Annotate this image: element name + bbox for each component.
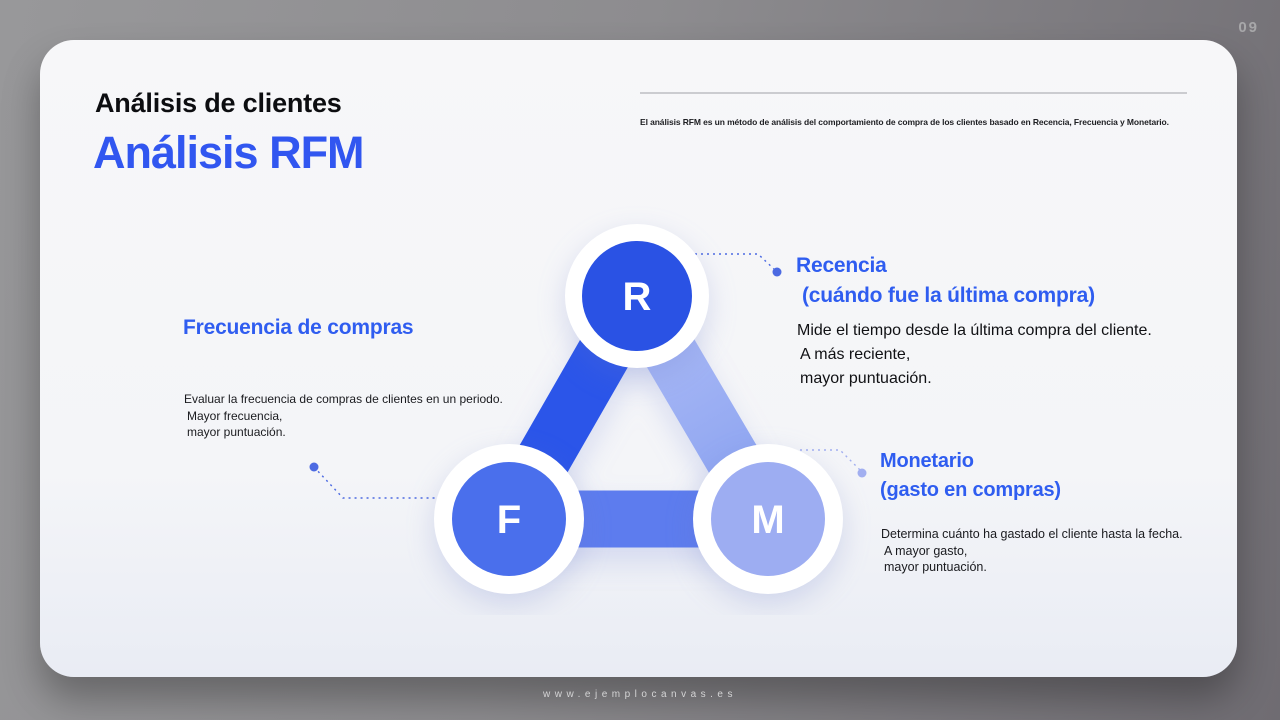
- page-number: 09: [1238, 19, 1259, 36]
- header-divider: [640, 92, 1187, 94]
- rfm-triangle-diagram: R F M: [309, 224, 867, 594]
- intro-text: El análisis RFM es un método de análisis…: [640, 117, 1169, 127]
- recencia-title-main: Recencia: [796, 254, 887, 277]
- monetario-title: Monetario (gasto en compras): [880, 447, 1061, 505]
- connector-recencia-line: [695, 253, 777, 272]
- recencia-title: Recencia (cuándo fue la última compra): [796, 251, 1095, 310]
- frecuencia-line: Mayor frecuencia,: [187, 408, 283, 423]
- connector-frecuencia-dot: [309, 462, 319, 472]
- recencia-line: Mide el tiempo desde la última compra de…: [797, 322, 1152, 339]
- callout-connectors: [313, 253, 863, 499]
- recencia-title-sub: (cuándo fue la última compra): [802, 283, 1095, 307]
- recencia-line: mayor puntuación.: [800, 370, 932, 387]
- connector-monetario-line: [800, 449, 863, 473]
- frecuencia-title: Frecuencia de compras: [183, 316, 414, 339]
- node-monetario-letter: M: [751, 498, 784, 542]
- monetario-line: A mayor gasto,: [884, 543, 968, 558]
- monetario-title-sub: (gasto en compras): [880, 479, 1061, 501]
- eyebrow-title: Análisis de clientes: [95, 88, 342, 118]
- node-frecuencia-letter: F: [497, 498, 521, 542]
- node-monetario-circle: [711, 462, 825, 576]
- connector-monetario-dot: [857, 468, 867, 478]
- node-recencia-circle: [582, 241, 692, 351]
- page-title: Análisis RFM: [93, 127, 365, 178]
- monetario-line: mayor puntuación.: [884, 560, 987, 574]
- monetario-description: Determina cuánto ha gastado el cliente h…: [881, 526, 1183, 576]
- connector-recencia-dot: [772, 267, 782, 277]
- recencia-line: A más reciente,: [800, 346, 911, 363]
- frecuencia-line: mayor puntuación.: [187, 425, 286, 439]
- recencia-description: Mide el tiempo desde la última compra de…: [797, 319, 1152, 391]
- footer-url: www.ejemplocanvas.es: [543, 689, 737, 700]
- node-frecuencia-circle: [452, 462, 566, 576]
- slide-card: Análisis de clientes Análisis RFM El aná…: [40, 40, 1237, 677]
- node-recencia-letter: R: [623, 275, 652, 319]
- monetario-line: Determina cuánto ha gastado el cliente h…: [881, 527, 1183, 541]
- frecuencia-description: Evaluar la frecuencia de compras de clie…: [184, 391, 503, 441]
- connector-frecuencia-line: [313, 466, 443, 499]
- monetario-title-main: Monetario: [880, 450, 974, 472]
- frecuencia-line: Evaluar la frecuencia de compras de clie…: [184, 392, 503, 406]
